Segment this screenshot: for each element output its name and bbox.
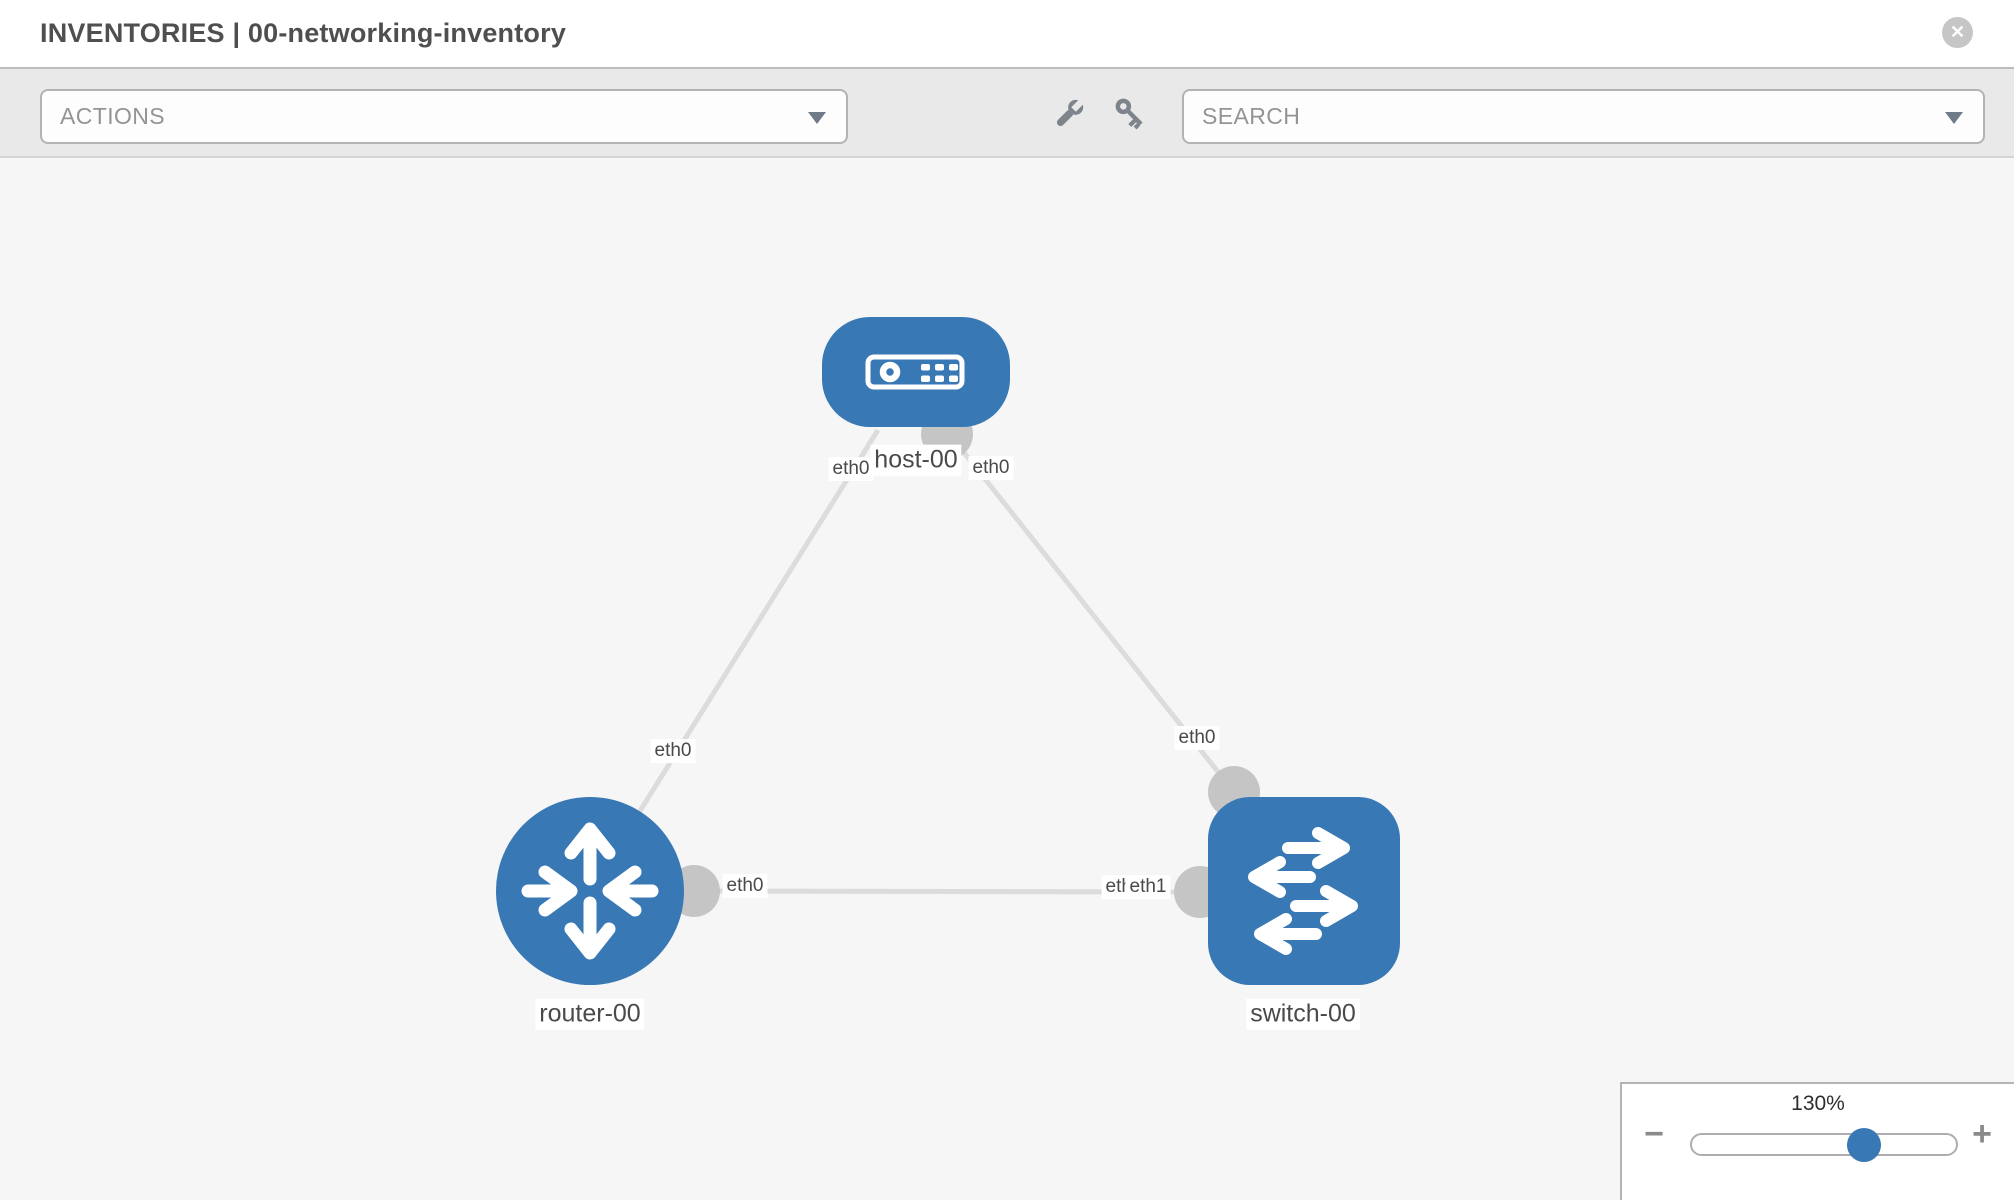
host-device-icon	[865, 354, 965, 390]
node-label-router: router-00	[535, 998, 645, 1030]
zoom-slider[interactable]	[1690, 1127, 1958, 1162]
minus-icon[interactable]	[1634, 1112, 1674, 1156]
interface-label: eth0	[828, 457, 874, 481]
header-bar: INVENTORIES | 00-networking-inventory	[0, 0, 2014, 67]
close-icon[interactable]	[1942, 17, 1973, 48]
actions-dropdown[interactable]: ACTIONS	[40, 89, 848, 144]
node-host-00[interactable]	[822, 317, 1010, 427]
toolbar: ACTIONS	[0, 67, 2014, 158]
wrench-icon[interactable]	[1040, 85, 1100, 145]
node-label-switch: switch-00	[1246, 998, 1360, 1030]
interface-label: eth0	[650, 739, 696, 763]
router-arrows-icon	[521, 822, 659, 960]
switch-arrows-icon	[1248, 827, 1358, 955]
interface-label: eth1	[1125, 875, 1171, 899]
chevron-down-icon	[1945, 111, 1963, 124]
chevron-down-icon	[808, 111, 826, 124]
plus-icon[interactable]	[1962, 1112, 2002, 1156]
search-placeholder: SEARCH	[1202, 103, 1301, 129]
zoom-slider-thumb[interactable]	[1846, 1127, 1881, 1162]
interface-label: eth0	[722, 874, 768, 898]
page-title: INVENTORIES | 00-networking-inventory	[40, 18, 567, 48]
interface-label: eth0	[968, 456, 1014, 480]
zoom-control-panel: 130%	[1620, 1082, 2014, 1200]
toolbar-tools	[1040, 69, 1160, 160]
actions-dropdown-label: ACTIONS	[60, 103, 166, 129]
zoom-percent-value: 130%	[1791, 1092, 1845, 1115]
key-icon[interactable]	[1100, 85, 1160, 145]
node-router-00[interactable]	[496, 797, 684, 985]
node-label-host: host-00	[870, 444, 962, 476]
search-dropdown[interactable]: SEARCH	[1182, 89, 1985, 144]
node-switch-00[interactable]	[1208, 797, 1400, 985]
interface-label: eth0	[1174, 726, 1220, 750]
